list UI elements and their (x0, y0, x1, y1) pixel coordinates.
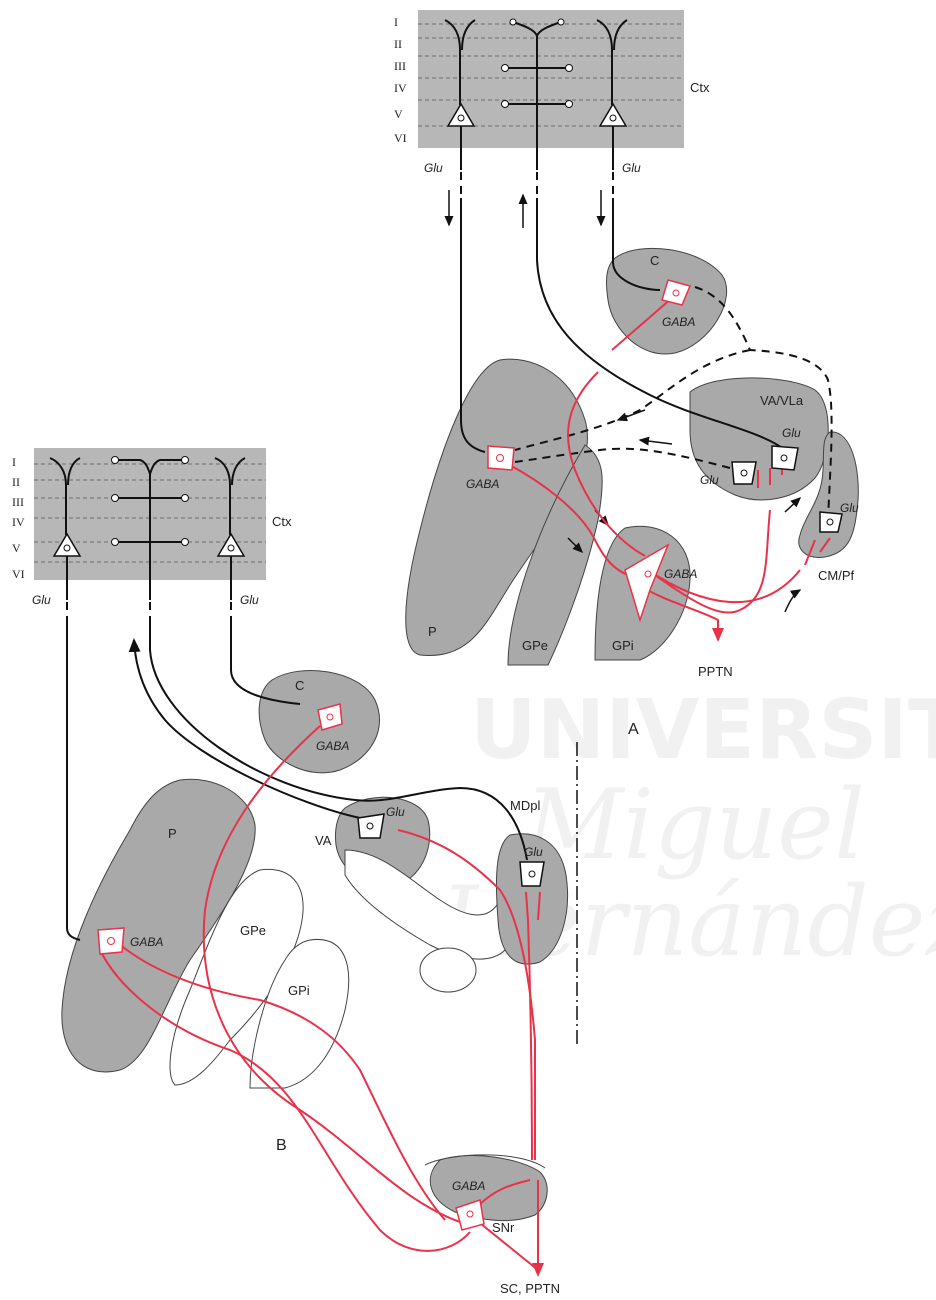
layer-label: IV (12, 515, 25, 529)
glu-label: Glu (32, 593, 51, 607)
pptn-label: PPTN (698, 664, 733, 679)
mdpl-label: MDpl (510, 798, 540, 813)
layer-label: IV (394, 81, 407, 95)
ctx-label-b: Ctx (272, 514, 292, 529)
glu-label: Glu (782, 426, 801, 440)
layer-label: I (394, 15, 398, 29)
panel-a: I II III IV V VI Ctx Glu Glu C P GPe (394, 10, 859, 738)
glu-label: Glu (622, 161, 641, 175)
cortex-a (418, 10, 684, 148)
gaba-label: GABA (130, 935, 163, 949)
layer-label: V (394, 107, 403, 121)
caudate-label: C (650, 253, 659, 268)
layer-label: III (12, 495, 24, 509)
gpe-label: GPe (522, 638, 548, 653)
caudate-label: C (295, 678, 304, 693)
gpi-label: GPi (612, 638, 634, 653)
glu-label: Glu (240, 593, 259, 607)
panel-b-label: B (276, 1137, 287, 1154)
layer-label: II (394, 37, 402, 51)
layer-label: V (12, 541, 21, 555)
glu-label: Glu (524, 845, 543, 859)
snr-nucleus (430, 1156, 547, 1221)
layer-label: II (12, 475, 20, 489)
layer-label: I (12, 455, 16, 469)
glu-label: Glu (386, 805, 405, 819)
gaba-label: GABA (316, 739, 349, 753)
layer-label: VI (394, 131, 407, 145)
vavla-label: VA/VLa (760, 393, 804, 408)
layer-label: VI (12, 567, 25, 581)
gpi-label: GPi (288, 983, 310, 998)
cmpf-label: CM/Pf (818, 568, 855, 583)
caudate-nucleus-b (259, 670, 379, 772)
glu-label: Glu (424, 161, 443, 175)
putamen-label: P (428, 624, 437, 639)
ctx-label-a: Ctx (690, 80, 710, 95)
panel-a-label: A (628, 721, 639, 738)
va-label: VA (315, 833, 332, 848)
layer-label: III (394, 59, 406, 73)
gpe-label: GPe (240, 923, 266, 938)
watermark-line1: UNIVERSITAS (470, 683, 936, 778)
snr-label: SNr (492, 1220, 515, 1235)
glu-label: Glu (700, 473, 719, 487)
gaba-label: GABA (664, 567, 697, 581)
gaba-label: GABA (452, 1179, 485, 1193)
sc-pptn-label: SC, PPTN (500, 1281, 560, 1296)
gaba-label: GABA (466, 477, 499, 491)
watermark-line2: Miguel (523, 769, 865, 881)
glu-label: Glu (840, 501, 859, 515)
putamen-label: P (168, 826, 177, 841)
gaba-label: GABA (662, 315, 695, 329)
